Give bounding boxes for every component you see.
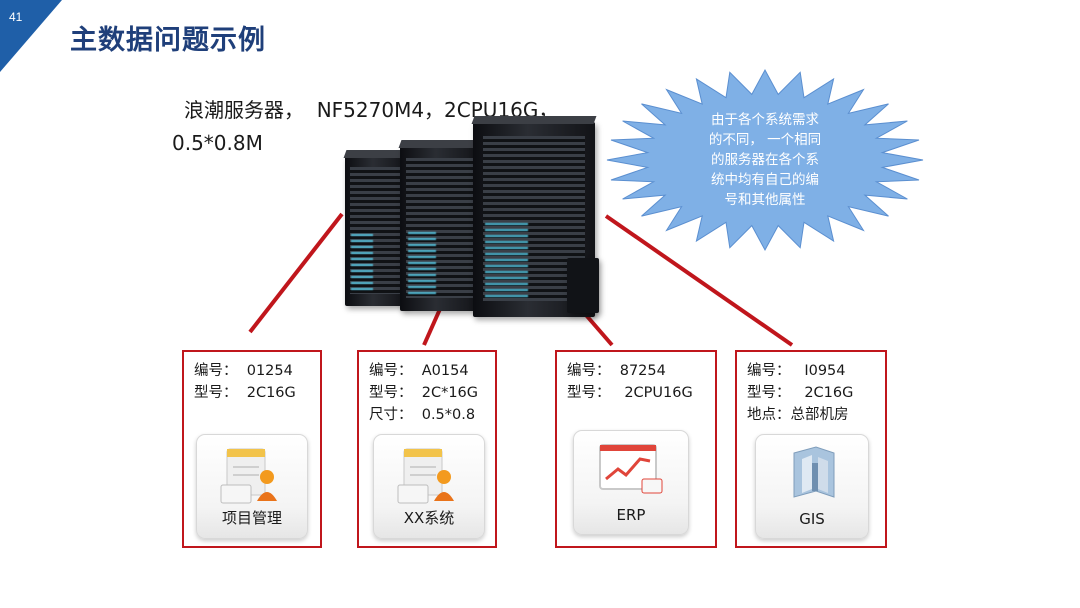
- app-label: XX系统: [403, 509, 455, 527]
- callout-line: 由于各个系统需求: [711, 112, 819, 128]
- card-location: 地点：总部机房: [747, 407, 849, 423]
- server-spec: 浪潮服务器， NF5270M4，2CPU16G， 0.5*0.8M: [172, 94, 558, 160]
- card-model: 型号： 2CPU16G: [567, 385, 693, 401]
- app-tile-xx[interactable]: XX系统: [373, 434, 485, 539]
- system-card-project: 编号： 01254 型号： 2C16G 项目管理: [182, 350, 322, 548]
- slide-number-corner: [0, 0, 62, 72]
- card-code: 编号： I0954: [747, 363, 846, 379]
- callout-line: 号和其他属性: [724, 192, 806, 208]
- card-code: 编号： 87254: [567, 363, 666, 379]
- server-spec-line-1: 浪潮服务器， NF5270M4，2CPU16G，: [184, 98, 559, 122]
- app-label: 项目管理: [221, 509, 282, 527]
- server-spec-line-2: 0.5*0.8M: [172, 131, 263, 155]
- connector-line-1: [248, 212, 344, 334]
- app-tile-gis[interactable]: GIS: [755, 434, 869, 539]
- erp-chart-icon: [599, 444, 663, 494]
- card-info: 编号： 01254 型号： 2C16G: [194, 360, 296, 404]
- server-tower: [398, 140, 482, 311]
- system-card-erp: 编号： 87254 型号： 2CPU16G ERP: [555, 350, 717, 548]
- callout-line: 的不同， 一个相同: [708, 132, 822, 148]
- card-model: 型号： 2C16G: [194, 385, 296, 401]
- callout-starburst: [606, 68, 924, 252]
- xx-system-icon: [397, 448, 454, 504]
- card-info: 编号： 87254 型号： 2CPU16G: [567, 360, 693, 404]
- system-card-xx: 编号： A0154 型号： 2C*16G 尺寸： 0.5*0.8 XX系统: [357, 350, 497, 548]
- server-tower-base: [567, 258, 599, 313]
- card-size: 尺寸： 0.5*0.8: [369, 407, 476, 423]
- callout-line: 统中均有自己的编: [711, 172, 819, 188]
- app-tile-erp[interactable]: ERP: [573, 430, 689, 535]
- gis-map-icon: [793, 446, 835, 498]
- card-model: 型号： 2C16G: [747, 385, 854, 401]
- app-tile-project[interactable]: 项目管理: [196, 434, 308, 539]
- server-tower: [343, 150, 409, 306]
- callout-text: 由于各个系统需求 的不同， 一个相同 的服务器在各个系 统中均有自己的编 号和其…: [685, 110, 845, 210]
- card-code: 编号： A0154: [369, 363, 469, 379]
- system-card-gis: 编号： I0954 型号： 2C16G 地点：总部机房 GIS: [735, 350, 887, 548]
- app-label: ERP: [616, 506, 646, 524]
- card-info: 编号： A0154 型号： 2C*16G 尺寸： 0.5*0.8: [369, 360, 478, 426]
- card-info: 编号： I0954 型号： 2C16G 地点：总部机房: [747, 360, 853, 426]
- card-code: 编号： 01254: [194, 363, 293, 379]
- project-management-icon: [220, 448, 277, 504]
- card-model: 型号： 2C*16G: [369, 385, 479, 401]
- callout-line: 的服务器在各个系: [711, 152, 819, 168]
- app-label: GIS: [799, 510, 825, 528]
- server-rack-image: [343, 108, 610, 323]
- slide-number: 41: [9, 10, 23, 24]
- slide-title: 主数据问题示例: [70, 25, 266, 56]
